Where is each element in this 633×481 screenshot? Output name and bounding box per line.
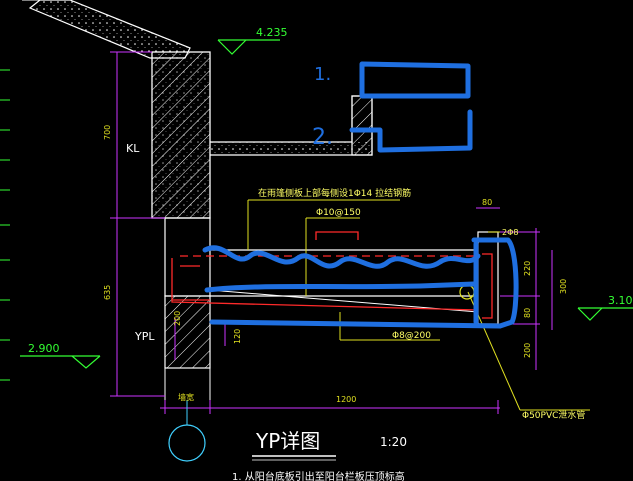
dim-220-label: 220	[523, 261, 532, 276]
elev-top-label: 4.235	[256, 26, 288, 39]
canopy-slab	[209, 231, 499, 325]
hand-mark-2: 2.	[312, 125, 333, 150]
dim-300-label: 300	[559, 279, 568, 294]
wall-width-label: 墙宽	[178, 392, 194, 402]
upper-ledge	[210, 95, 373, 156]
dim-80-right-label: 80	[523, 308, 532, 318]
handwritten-annotations	[202, 61, 519, 329]
rebar-top-label: Φ10@150	[316, 208, 361, 218]
dim-80-top-label: 80	[482, 198, 492, 207]
left-edge-ticks	[0, 69, 10, 381]
kl-label: KL	[126, 142, 140, 155]
rebar-lines	[171, 231, 493, 319]
axis-bubble	[168, 424, 206, 462]
dimension-lines	[110, 51, 553, 414]
elevation-markers	[20, 39, 633, 369]
dim-635-label: 635	[103, 285, 112, 300]
detail-title: YP详图	[255, 429, 320, 453]
elev-left-label: 2.900	[28, 342, 60, 355]
kl-beam-wall	[151, 51, 211, 219]
rebar-note-label: 在雨篷侧板上部每侧设1Φ14 拉结钢筋	[258, 187, 411, 199]
dim-1200-label: 1200	[336, 395, 356, 404]
detail-note: 1. 从阳台底板引出至阳台栏板压顶标高	[232, 470, 405, 481]
pvc-pipe-circle	[459, 284, 475, 300]
dim-700-label: 700	[103, 125, 112, 140]
detail-scale: 1:20	[380, 435, 407, 449]
rebar-2phi8-label: 2Φ8	[502, 228, 518, 237]
dim-200-label: 200	[173, 311, 182, 326]
dim-120-label: 120	[233, 329, 242, 344]
pvc-label: Φ50PVC泄水管	[522, 409, 585, 421]
ypl-label: YPL	[134, 330, 155, 343]
ypl-column	[164, 217, 211, 400]
elev-right-label: 3.10	[608, 294, 633, 307]
rebar-bottom-label: Φ8@200	[392, 331, 431, 341]
hand-mark-1: 1.	[314, 64, 331, 85]
roof-slab	[22, 0, 191, 59]
dim-200-right-label: 200	[523, 343, 532, 358]
